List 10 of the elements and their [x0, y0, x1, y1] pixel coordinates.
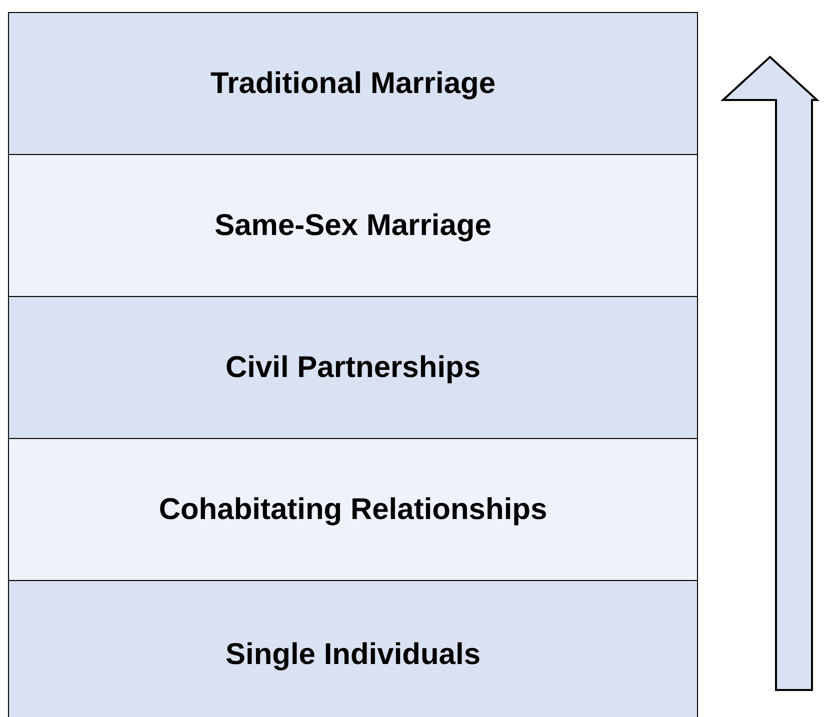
tier-box	[8, 154, 698, 297]
tier-box	[8, 438, 698, 581]
tier-label: Civil Partnerships	[225, 350, 481, 384]
tier-label: Traditional Marriage	[210, 66, 496, 100]
tier-label: Same-Sex Marriage	[214, 208, 492, 242]
tier-label: Single Individuals	[225, 638, 481, 672]
tier-box	[8, 296, 698, 439]
tier-box	[8, 12, 698, 155]
tier-box	[8, 580, 698, 717]
tier-label: Cohabitating Relationships	[158, 492, 548, 526]
